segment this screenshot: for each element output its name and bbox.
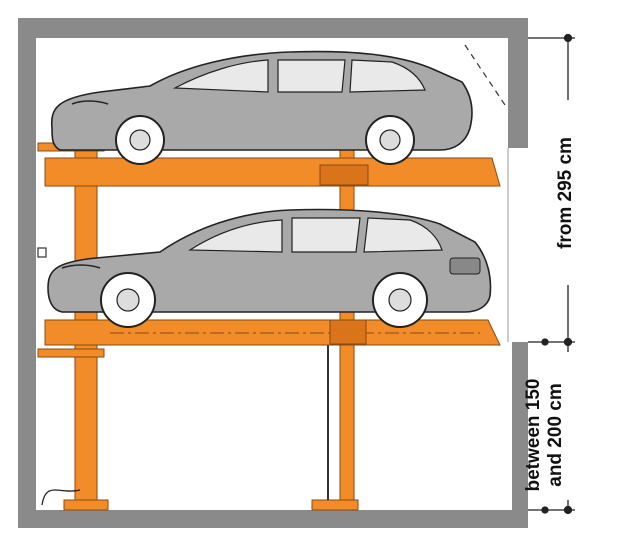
lower-car-rear-hub <box>388 288 412 312</box>
upper-height-text: from 295 cm <box>555 137 576 249</box>
dim-dot-bottom <box>563 505 573 515</box>
upper-platform <box>44 157 501 187</box>
floor <box>18 510 528 528</box>
dimension-label-lower: between 150 and 200 cm <box>523 355 573 515</box>
control-switch-icon <box>37 247 47 258</box>
upper-car-window-rear <box>349 59 426 93</box>
dimension-lines <box>528 33 575 515</box>
dim-dot-middle <box>563 337 573 347</box>
upper-car-window-front <box>172 59 269 93</box>
lift-structure <box>37 139 501 511</box>
ceiling-sensor-line <box>464 44 506 106</box>
left-column-foot <box>63 499 109 511</box>
right-wall-lower <box>512 342 528 528</box>
lower-car-taillight <box>449 257 481 275</box>
dim-dot-top <box>563 33 573 43</box>
lower-platform-mount <box>329 319 367 345</box>
dim-dot-middle-left <box>541 338 549 346</box>
lower-platform-bracket <box>37 348 105 358</box>
ceiling <box>18 18 528 38</box>
upper-car-rear-hub <box>379 129 401 151</box>
left-wall <box>18 18 36 528</box>
dim-dot-bottom-left <box>541 506 549 514</box>
lower-car-headlight <box>61 264 101 269</box>
lower-height-text-line1: between 150 <box>523 378 544 492</box>
dimension-label-upper: from 295 cm <box>551 93 581 293</box>
upper-car-front-hub <box>129 129 151 151</box>
lower-car-window-front <box>188 219 283 253</box>
right-column-foot <box>311 499 359 511</box>
upper-car <box>50 50 473 165</box>
lower-car-window-rear <box>363 217 443 253</box>
upper-car-headlight <box>71 100 109 105</box>
upper-car-window-middle <box>277 59 346 93</box>
power-cable <box>41 489 81 506</box>
lower-height-text-line2: and 200 cm <box>545 383 566 487</box>
upper-platform-mount <box>319 164 369 186</box>
lower-car <box>47 208 492 328</box>
right-wall-upper <box>508 18 528 148</box>
lower-car-front-hub <box>116 288 140 312</box>
lower-car-window-middle <box>291 217 361 253</box>
garage-walls <box>18 18 528 528</box>
